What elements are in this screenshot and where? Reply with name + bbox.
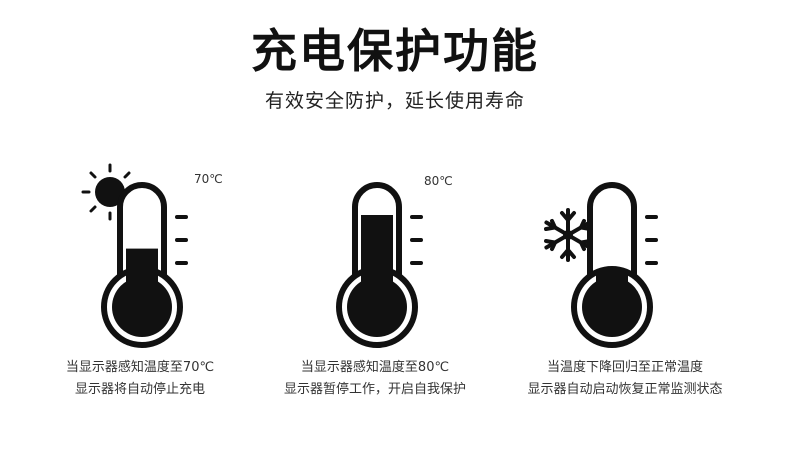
caption-line: 当显示器感知温度至80℃ [300,360,450,375]
caption-line: 当温度下降回归至正常温度 [546,360,703,375]
caption-line: 显示器将自动停止充电 [74,382,205,397]
caption-line: 当显示器感知温度至70℃ [65,360,215,375]
caption-panel-3: 当温度下降回归至正常温度 显示器自动启动恢复正常监测状态 [500,357,750,401]
temp-label-70: 70℃ [194,172,223,186]
thermometer-fill [126,248,158,299]
caption-line: 显示器自动启动恢复正常监测状态 [527,382,723,397]
thermometer-icon [571,182,658,348]
caption-line: 显示器暂停工作，开启自我保护 [283,382,466,397]
thermometer-fill [596,271,628,299]
thermometer-icon [101,182,188,348]
page-subtitle: 有效安全防护，延长使用寿命 [264,90,525,112]
thermometer-icon [336,182,423,348]
snowflake-icon [544,208,592,262]
thermometer-hot-panel [81,163,188,348]
caption-panel-2: 当显示器感知温度至80℃ 显示器暂停工作，开启自我保护 [250,357,500,401]
caption-panel-1: 当显示器感知温度至70℃ 显示器将自动停止充电 [15,357,265,401]
temp-label-80: 80℃ [424,174,453,188]
thermometer-overheat-panel [336,182,423,348]
thermometer-cool-panel [544,182,658,348]
page-title: 充电保护功能 [251,24,539,78]
thermometer-fill [361,215,393,299]
